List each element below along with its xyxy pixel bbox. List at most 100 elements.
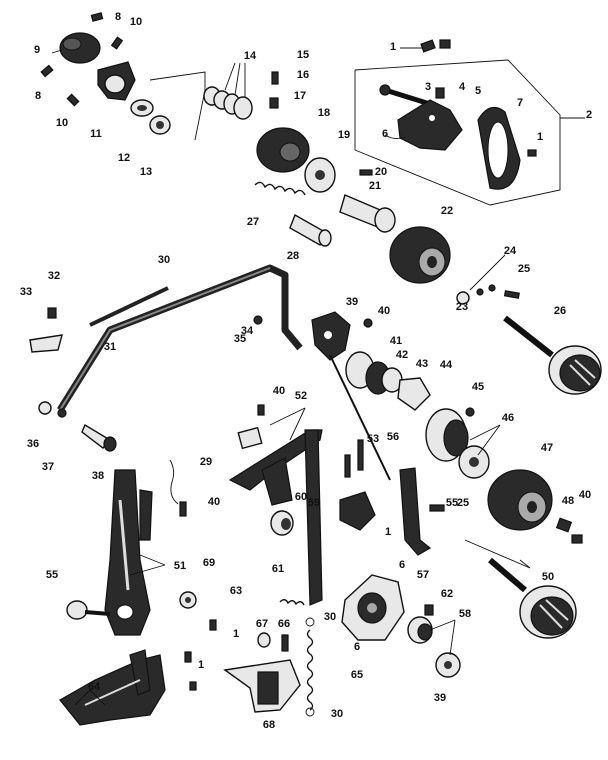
callout-c53: 53 [367, 433, 379, 445]
callout-c40c: 40 [208, 496, 220, 508]
callout-c30c: 30 [331, 708, 343, 720]
callout-c52: 52 [295, 390, 307, 402]
callout-c66: 66 [278, 618, 290, 630]
center-lower-assembly [339, 439, 445, 641]
callout-c42: 42 [396, 349, 408, 361]
callout-c41: 41 [390, 335, 402, 347]
callout-c8b: 8 [35, 90, 41, 102]
callout-c37: 37 [42, 461, 54, 473]
callout-c13: 13 [140, 166, 152, 178]
callout-c67: 67 [256, 618, 268, 630]
callout-c56: 56 [387, 431, 399, 443]
knob-50-assembly [464, 517, 583, 639]
knob-26-assembly [456, 254, 602, 395]
arm-51-assembly [66, 459, 217, 636]
callout-c39b: 39 [434, 692, 446, 704]
callout-c1e: 1 [198, 659, 204, 671]
callout-c40a: 40 [378, 305, 390, 317]
callout-c1b: 1 [537, 131, 543, 143]
callout-c64: 64 [88, 681, 101, 693]
callout-c19: 19 [338, 129, 350, 141]
upper-left-parts [40, 12, 171, 135]
callout-c8a: 8 [115, 11, 121, 23]
callout-c22: 22 [441, 205, 453, 217]
callout-c21: 21 [369, 180, 381, 192]
callout-c6b: 6 [399, 559, 405, 571]
callout-c12: 12 [118, 152, 130, 164]
callout-c58: 58 [459, 608, 471, 620]
callout-c31: 31 [104, 341, 116, 353]
callout-c40d: 40 [579, 489, 591, 501]
callout-c57: 57 [417, 569, 429, 581]
callout-c69: 69 [203, 557, 215, 569]
callout-c40b: 40 [273, 385, 285, 397]
callout-c10a: 10 [130, 16, 142, 28]
callout-c33: 33 [20, 286, 32, 298]
callout-c61: 61 [272, 563, 284, 575]
callout-c48: 48 [562, 495, 574, 507]
callout-c36: 36 [27, 438, 39, 450]
callout-c2: 2 [586, 109, 592, 121]
callout-c44: 44 [440, 359, 453, 371]
callout-c6: 6 [382, 128, 388, 140]
callout-c60: 60 [295, 491, 307, 503]
callout-c9: 9 [34, 44, 40, 56]
callout-c62: 62 [441, 588, 453, 600]
callout-c34: 34 [241, 325, 254, 337]
center-right-assembly [311, 311, 553, 531]
callout-c32: 32 [48, 270, 60, 282]
callout-c5: 5 [475, 85, 481, 97]
presser-foot-64 [59, 649, 197, 726]
callout-c30b: 30 [324, 611, 336, 623]
callout-c46: 46 [502, 412, 514, 424]
spring-27-pin-28 [254, 181, 332, 247]
callout-c27: 27 [247, 216, 259, 228]
callout-c1a: 1 [390, 41, 396, 53]
callout-c51: 51 [174, 560, 186, 572]
callout-c45: 45 [472, 381, 484, 393]
callout-c23: 23 [456, 301, 468, 313]
callout-c17: 17 [294, 90, 306, 102]
callout-c1c: 1 [385, 526, 391, 538]
callout-c29: 29 [200, 456, 212, 468]
callout-c30a: 30 [158, 254, 170, 266]
rod-34-assembly [29, 264, 303, 452]
callout-c7: 7 [517, 97, 523, 109]
callout-c35: 35 [234, 333, 246, 345]
callout-c26: 26 [554, 305, 566, 317]
callout-c59: 59 [308, 497, 320, 509]
callout-c65: 65 [351, 669, 363, 681]
callout-c63: 63 [230, 585, 242, 597]
callout-c11: 11 [90, 128, 102, 140]
callout-c43: 43 [416, 358, 428, 370]
callout-c25: 25 [518, 263, 530, 275]
callout-c55: 55 [446, 497, 458, 509]
callout-c24: 24 [504, 245, 517, 257]
callout-c16: 16 [297, 69, 309, 81]
leader-lines [51, 47, 501, 706]
callout-c50: 50 [542, 571, 554, 583]
upper-center-parts [149, 71, 373, 193]
callout-c38: 38 [92, 470, 104, 482]
callout-c20: 20 [375, 166, 387, 178]
callout-c14: 14 [244, 50, 257, 62]
callout-c6c: 6 [354, 641, 360, 653]
assembly-group-2 [354, 39, 585, 206]
bottom-center-parts [223, 599, 315, 717]
callout-c3: 3 [425, 81, 431, 93]
callout-c15: 15 [297, 49, 309, 61]
callout-c28: 28 [287, 250, 299, 262]
bracket-52-assembly [228, 404, 323, 606]
shaft-and-gear-22 [339, 194, 451, 284]
callout-c10b: 10 [56, 117, 68, 129]
callout-c25b: 25 [457, 497, 469, 509]
callout-c55b: 55 [46, 569, 58, 581]
callout-c18: 18 [318, 107, 330, 119]
callout-c47: 47 [541, 442, 553, 454]
callout-c1d: 1 [233, 628, 239, 640]
callout-c39: 39 [346, 296, 358, 308]
lower-right-parts [407, 604, 461, 678]
callout-c68: 68 [263, 719, 275, 731]
